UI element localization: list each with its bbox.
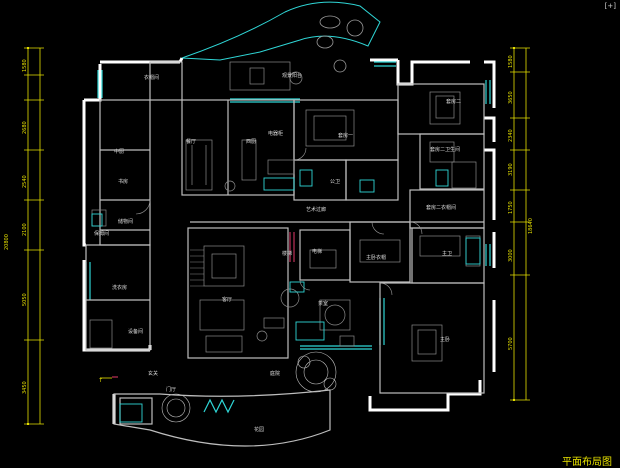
room-label-dining: 餐厅 bbox=[186, 139, 197, 145]
interior-walls bbox=[85, 61, 485, 447]
corner-mark: [+] bbox=[604, 2, 616, 10]
room-label-laundry: 洗衣房 bbox=[112, 285, 128, 291]
room-label-garden: 花园 bbox=[254, 427, 265, 433]
dim-right-4: 3190 bbox=[508, 163, 514, 176]
room-label-courtyard: 庭院 bbox=[270, 371, 281, 377]
dim-right-3: 2340 bbox=[508, 129, 514, 142]
balcony-curve-top bbox=[181, 1, 381, 61]
stair-hatch bbox=[190, 249, 204, 287]
room-label-study: 书房 bbox=[118, 179, 129, 185]
room-label-powder-room: 公卫 bbox=[330, 179, 341, 185]
dim-left-1: 1580 bbox=[22, 59, 28, 72]
dim-right-7: 5700 bbox=[508, 337, 514, 350]
dim-right-total: 18640 bbox=[528, 218, 534, 234]
room-label-entry-hall: 衣帽间 bbox=[144, 75, 160, 81]
dim-left-3: 2540 bbox=[22, 175, 28, 188]
room-label-maid-room: 保姆间 bbox=[94, 231, 110, 237]
dim-ticks bbox=[27, 47, 515, 425]
dim-right-5: 1750 bbox=[508, 201, 514, 214]
room-label-art-corridor: 艺术过廊 bbox=[306, 207, 327, 213]
dim-left-5: 5050 bbox=[22, 293, 28, 306]
room-label-equipment: 设备间 bbox=[128, 329, 144, 335]
room-label-storage: 储物间 bbox=[118, 219, 134, 225]
room-label-bedroom-two-bath: 套房二卫生间 bbox=[430, 147, 461, 153]
svg-text:↑: ↑ bbox=[98, 377, 103, 384]
right-dimension-lines bbox=[510, 47, 530, 401]
drawing-title: 平面布局图 bbox=[562, 457, 612, 468]
doors bbox=[135, 147, 423, 296]
room-label-bedroom-two: 套房二 bbox=[446, 99, 462, 105]
dim-left-2: 2680 bbox=[22, 121, 28, 134]
room-label-hall: 门厅 bbox=[166, 387, 177, 393]
dim-left-total: 20800 bbox=[4, 234, 10, 250]
top-terrace-furniture bbox=[316, 15, 364, 73]
dim-right-1: 1580 bbox=[508, 55, 514, 68]
entrance-marker: ↑ bbox=[98, 377, 112, 384]
room-label-living-balcony: 观景阳台 bbox=[282, 73, 303, 79]
accent-red-lines bbox=[112, 232, 295, 378]
room-label-chinese-kitchen: 中厨 bbox=[114, 149, 125, 155]
cyan-fixtures bbox=[91, 169, 481, 423]
dim-right-6: 3000 bbox=[508, 249, 514, 262]
room-label-bedroom-one: 套房一 bbox=[338, 133, 354, 139]
zigzag-feature bbox=[203, 398, 235, 414]
outer-walls bbox=[82, 57, 496, 424]
room-label-master-bedroom: 主卧 bbox=[440, 337, 451, 343]
room-label-tea-room: 茶室 bbox=[318, 301, 329, 307]
room-label-bedroom-two-closet: 套房二衣帽间 bbox=[426, 205, 457, 211]
room-label-living: 客厅 bbox=[222, 297, 233, 303]
room-label-master-closet: 主卧衣帽 bbox=[366, 255, 387, 261]
room-label-western-kitchen: 西厨 bbox=[246, 139, 257, 145]
dim-right-2: 3650 bbox=[508, 91, 514, 104]
room-label-lift: 电梯 bbox=[312, 249, 323, 255]
room-label-appliance-cabinet: 电器柜 bbox=[268, 131, 284, 137]
furniture bbox=[89, 61, 481, 362]
dim-left-4: 2100 bbox=[22, 223, 28, 236]
room-label-master-bath: 主卫 bbox=[442, 251, 453, 257]
trees bbox=[161, 351, 337, 423]
dim-left-6: 3450 bbox=[22, 381, 28, 394]
room-label-entrance: 玄关 bbox=[148, 371, 159, 377]
room-label-stair: 楼梯 bbox=[282, 251, 293, 257]
left-dimension-lines bbox=[24, 47, 44, 425]
